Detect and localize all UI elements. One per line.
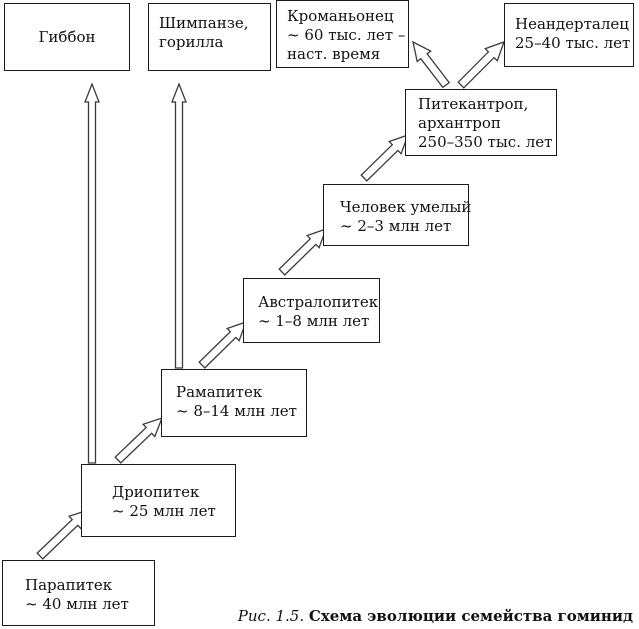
box-ramapithecus-line-2: ~ 8–14 млн лет	[176, 402, 297, 420]
box-dryopithecus: Дриопитек ~ 25 млн лет	[81, 464, 236, 537]
box-ramapithecus-line-1: Рамапитек	[176, 383, 263, 401]
box-pithecanthropus-line-2: архантроп	[418, 114, 501, 132]
box-cromagnon-line-2: ~ 60 тыс. лет –	[287, 26, 406, 44]
box-ramapithecus: Рамапитек ~ 8–14 млн лет	[161, 369, 307, 437]
box-australopithecus-line-1: Австралопитек	[258, 293, 379, 311]
box-chimpanzee-gorilla: Шимпанзе, горилла	[148, 3, 271, 71]
figure-title: Схема эволюции семейства гоминид	[308, 607, 633, 625]
box-chimpanzee-line-2: горилла	[159, 33, 224, 51]
arrow-ramapithecus-to-australopithecus-icon	[198, 320, 248, 369]
box-neanderthal-line-2: 25–40 тыс. лет	[515, 34, 631, 52]
box-australopithecus: Австралопитек ~ 1–8 млн лет	[243, 278, 380, 343]
arrow-to-gibbon-icon	[84, 82, 100, 464]
box-parapithecus: Парапитек ~ 40 млн лет	[2, 560, 155, 626]
box-cromagnon-line-3: наст. время	[287, 45, 381, 63]
arrow-homo-habilis-to-pithecanthropus-icon	[360, 133, 410, 182]
box-australopithecus-line-2: ~ 1–8 млн лет	[258, 312, 370, 330]
arrow-to-neanderthal-icon	[457, 40, 506, 89]
box-gibbon: Гиббон	[4, 3, 130, 71]
box-parapithecus-line-2: ~ 40 млн лет	[25, 595, 129, 613]
box-neanderthal: Неандерталец 25–40 тыс. лет	[504, 3, 634, 67]
figure-number: Рис. 1.5.	[237, 607, 305, 625]
box-homo-habilis-line-1: Человек умелый	[340, 198, 472, 216]
box-homo-habilis: Человек умелый ~ 2–3 млн лет	[323, 184, 472, 246]
box-neanderthal-line-1: Неандерталец	[515, 15, 629, 33]
box-pithecanthropus-line-3: 250–350 тыс. лет	[418, 133, 553, 151]
arrow-australopithecus-to-homo-habilis-icon	[278, 227, 328, 276]
arrow-parapithecus-to-dryopithecus-icon	[36, 508, 90, 560]
box-gibbon-label: Гиббон	[38, 27, 96, 46]
box-cromagnon: Кроманьонец ~ 60 тыс. лет – наст. время	[276, 0, 409, 68]
arrow-to-chimpanzee-icon	[171, 82, 187, 369]
box-pithecanthropus-line-1: Питекантроп,	[418, 95, 529, 113]
box-dryopithecus-line-1: Дриопитек	[112, 483, 200, 501]
box-parapithecus-line-1: Парапитек	[25, 576, 113, 594]
box-pithecanthropus: Питекантроп, архантроп 250–350 тыс. лет	[405, 89, 557, 156]
box-homo-habilis-line-2: ~ 2–3 млн лет	[340, 217, 452, 235]
arrow-to-cromagnon-icon	[412, 40, 451, 89]
box-cromagnon-line-1: Кроманьонец	[287, 7, 394, 25]
box-dryopithecus-line-2: ~ 25 млн лет	[112, 502, 216, 520]
arrow-dryopithecus-to-ramapithecus-icon	[114, 416, 164, 464]
box-chimpanzee-line-1: Шимпанзе,	[159, 14, 249, 32]
figure-caption: Рис. 1.5. Схема эволюции семейства гомин…	[238, 607, 633, 625]
